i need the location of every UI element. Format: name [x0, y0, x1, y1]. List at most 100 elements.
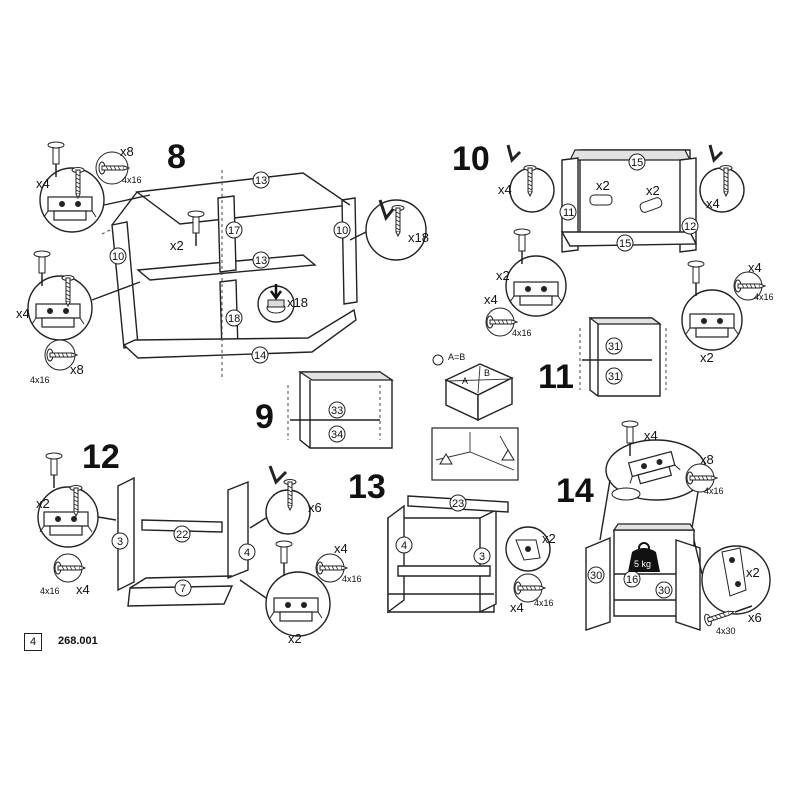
step-8-screw-detail-bottom: 4x16 x8 — [30, 339, 84, 385]
step-14-bracket-detail: x2 x6 4x30 — [693, 539, 771, 636]
step-11: 11 31 31 — [538, 317, 667, 397]
qty-label: x2 — [646, 183, 660, 198]
part-4: 4 — [401, 540, 407, 552]
screwdriver-icon — [187, 210, 205, 247]
qty-label: x8 — [700, 452, 714, 467]
weight-icon: 5 kg — [628, 542, 660, 572]
step-8-dowel-detail: x2 — [170, 210, 205, 253]
qty-label: x2 — [746, 565, 760, 580]
page-number: 4 — [24, 633, 42, 651]
step-8-number: 8 — [167, 138, 186, 176]
part-11: 11 — [563, 207, 574, 219]
part-31-bottom: 31 — [608, 371, 620, 383]
step-12-allen-key-detail: x6 — [249, 465, 322, 535]
step-10-left-screw-detail: x4 — [498, 144, 555, 213]
part-31-top: 31 — [608, 341, 620, 353]
allen-key-icon — [506, 144, 522, 163]
part-3: 3 — [479, 551, 485, 563]
screwdriver-icon — [687, 260, 705, 297]
step-9: 9 33 34 — [255, 371, 394, 449]
step-12-hinge-detail: x2 4x16 x4 — [36, 452, 117, 597]
screwdriver-icon — [275, 540, 293, 577]
part-13-top: 13 — [255, 175, 267, 187]
screw-size-label: 4x30 — [716, 626, 736, 636]
qty-label: x2 — [700, 350, 714, 365]
qty-label: x18 — [408, 230, 429, 245]
step-14-number: 14 — [556, 472, 594, 510]
step-8-allen-key-detail: x18 — [349, 199, 429, 261]
step-10-hinge-detail-left: x2 x4 4x16 — [484, 228, 567, 338]
diagonal-check-note: A=B A B — [431, 352, 519, 481]
qty-label: x2 — [496, 268, 510, 283]
part-10-right: 10 — [336, 225, 348, 237]
qty-label: x4 — [644, 428, 658, 443]
step-13: 13 23 4 3 x2 x4 4x16 — [348, 468, 556, 615]
allen-key-icon — [378, 199, 396, 222]
part-14: 14 — [254, 350, 266, 362]
qty-label: x2 — [36, 496, 50, 511]
step-10-number: 10 — [452, 140, 490, 178]
part-30-right: 30 — [658, 585, 670, 597]
screw-size-label: 4x16 — [704, 486, 724, 496]
screw-size-label: 4x16 — [534, 598, 554, 608]
qty-label: x4 — [334, 541, 348, 556]
mark-a: A — [462, 376, 468, 386]
step-12-hinge-detail-right: x2 x4 4x16 — [239, 540, 362, 646]
part-18: 18 — [228, 313, 240, 325]
screw-size-label: 4x16 — [122, 175, 142, 185]
qty-label: x4 — [16, 306, 30, 321]
part-23: 23 — [452, 498, 464, 510]
step-14-screw-detail: x8 4x16 — [685, 452, 724, 496]
step-8-part-labels: 13 13 10 10 17 18 14 — [109, 171, 351, 364]
document-code: 268.001 — [58, 635, 98, 647]
screw-size-label: 4x16 — [40, 586, 60, 596]
qty-label: x6 — [748, 610, 762, 625]
step-11-number: 11 — [538, 358, 574, 396]
screwdriver-icon — [45, 452, 63, 489]
step-8-cam-lock-detail: x18 — [257, 284, 308, 323]
dowel-icon — [589, 194, 663, 213]
qty-label: x18 — [287, 295, 308, 310]
part-33: 33 — [331, 405, 343, 417]
cam-lock-icon — [267, 299, 285, 308]
part-15-bottom: 15 — [619, 238, 631, 250]
part-16: 16 — [626, 574, 638, 586]
qty-label: x8 — [70, 362, 84, 377]
step-13-bracket-detail: x2 x4 4x16 — [505, 526, 556, 615]
step-8: 8 13 13 10 10 17 18 14 — [16, 138, 429, 385]
allen-key-icon — [268, 465, 288, 485]
screw-size-label: 4x16 — [342, 574, 362, 584]
qty-label: x4 — [498, 182, 512, 197]
part-4: 4 — [244, 547, 250, 559]
allen-key-icon — [708, 144, 724, 163]
part-34: 34 — [331, 429, 343, 441]
part-17: 17 — [228, 225, 240, 237]
qty-label: x4 — [484, 292, 498, 307]
qty-label: x4 — [36, 176, 50, 191]
step-10-right-screw-detail: x4 — [699, 144, 745, 213]
qty-label: x4 — [76, 582, 90, 597]
screw-size-label: 4x16 — [512, 328, 532, 338]
mark-b: B — [484, 368, 490, 378]
step-13-number: 13 — [348, 468, 386, 506]
qty-label: x2 — [288, 631, 302, 646]
qty-label: x4 — [748, 260, 762, 275]
part-15-top: 15 — [631, 157, 643, 169]
qty-label: x8 — [120, 144, 134, 159]
screw-size-label: 4x16 — [754, 292, 774, 302]
step-10: 10 15 15 11 12 x2 x2 x4 x4 — [452, 140, 774, 365]
step-8-frame — [99, 170, 358, 380]
qty-label: x2 — [170, 238, 184, 253]
step-8-hinge-detail-top: x4 — [36, 141, 151, 233]
qty-label: x2 — [596, 178, 610, 193]
step-12: 12 3 22 4 7 x2 4x16 x4 x6 — [36, 438, 362, 646]
qty-label: x6 — [308, 500, 322, 515]
weight-label: 5 kg — [634, 559, 651, 569]
step-9-number: 9 — [255, 398, 274, 436]
qty-label: x4 — [510, 600, 524, 615]
part-7: 7 — [180, 583, 186, 595]
part-22: 22 — [176, 529, 188, 541]
screw-size-label: 4x16 — [30, 375, 50, 385]
step-8-screw-detail-top: x8 4x16 — [95, 144, 142, 185]
